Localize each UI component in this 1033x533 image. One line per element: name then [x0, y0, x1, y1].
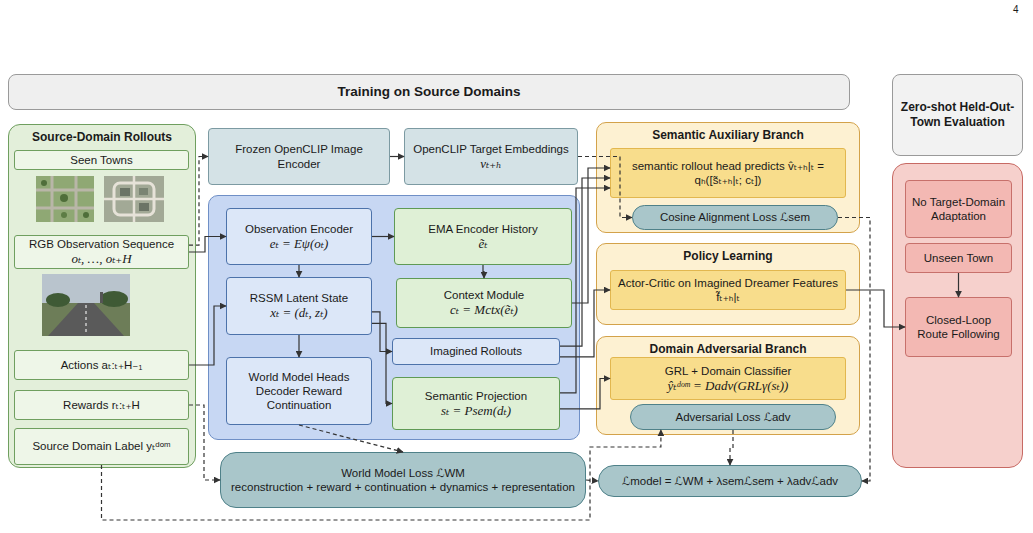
flow-arrow: [560, 290, 610, 357]
flow-arrow: [298, 265, 299, 277]
flow-arrow: [560, 178, 610, 346]
box-text: Actor-Critic on Imagined Dreamer Feature…: [615, 276, 841, 304]
loss-box: ℒmodel = ℒWM + λsemℒsem + λadvℒadv: [598, 465, 862, 497]
box-text: Unseen Town: [924, 251, 993, 265]
loss-box: World Model Loss ℒWMreconstruction + rew…: [220, 452, 586, 508]
flow-arrow: [958, 273, 959, 297]
flow-arrow: [560, 188, 610, 393]
branch-box: semantic rollout head predicts v̂ₜ₊ₕ|ₜ =…: [610, 148, 846, 198]
box-text: ℒmodel = ℒWM + λsemℒsem + λadvℒadv: [622, 474, 838, 488]
box-text: Adversarial Loss ℒadv: [675, 410, 790, 424]
box-text: Cosine Alignment Loss ℒsem: [660, 210, 810, 224]
flow-arrow: [189, 306, 226, 365]
module-box: Semantic Projectionsₜ = Psem(dₜ): [392, 377, 560, 430]
formula-text: eₜ = Eψ(oₜ): [270, 236, 329, 252]
flow-arrow: [372, 236, 394, 237]
box-text: World Model Heads Decoder Reward Continu…: [231, 370, 367, 412]
flow-arrow: [572, 168, 610, 303]
heading-text: Policy Learning: [683, 249, 772, 264]
box-text: Closed-Loop Route Following: [910, 313, 1007, 341]
formula-text: ŷₜᵈᵒᵐ = Dadv(GRLγ(sₜ)): [668, 378, 789, 394]
encoder-box: OpenCLIP Target Embeddingsvₜ₊ₕ: [404, 128, 578, 185]
dashed-arrow: [299, 425, 403, 452]
branch-box: Actor-Critic on Imagined Dreamer Feature…: [610, 270, 846, 310]
flow-arrow: [390, 156, 404, 157]
dashed-arrow: [189, 157, 208, 246]
flow-arrow: [189, 237, 226, 253]
box-text: Imagined Rollouts: [430, 344, 522, 358]
box-text: Frozen OpenCLIP Image Encoder: [213, 142, 385, 170]
flow-arrow: [372, 323, 392, 403]
formula-text: vₜ₊ₕ: [480, 156, 501, 172]
box-text: RSSM Latent State: [250, 291, 348, 305]
encoder-box: Frozen OpenCLIP Image Encoder: [208, 128, 390, 185]
section-header: Training on Source Domains: [8, 74, 850, 110]
box-text: Semantic Projection: [425, 389, 527, 403]
box-text: Observation Encoder: [245, 222, 353, 236]
box-text: Actions aₜ:ₜ₊H₋₁: [61, 358, 143, 372]
branch-box: GRL + Domain Classifierŷₜᵈᵒᵐ = Dadv(GRLγ…: [610, 357, 846, 400]
flow-arrow: [298, 335, 299, 357]
evaluation-header: Zero-shot Held-Out-Town Evaluation: [892, 74, 1023, 156]
process-box: Observation Encodereₜ = Eψ(oₜ): [226, 208, 372, 265]
formula-text: oₜ, …, oₜ₊H: [71, 251, 131, 267]
data-box: Rewards rₜ:ₜ₊H: [14, 390, 189, 420]
flow-arrow: [846, 290, 905, 327]
branch-panel: Domain Adversarial BranchGRL + Domain Cl…: [596, 336, 860, 435]
flow-arrow: [372, 312, 392, 352]
box-text: EMA Encoder History: [428, 222, 537, 236]
box-text: Seen Towns: [70, 153, 132, 167]
module-box: EMA Encoder Historyẽₜ: [394, 208, 572, 265]
formula-text: xₜ = (dₜ, zₜ): [270, 305, 327, 321]
flow-arrow: [483, 265, 484, 278]
box-text: Source Domain Label yₜᵈᵒᵐ: [32, 439, 170, 453]
box-text: World Model Loss ℒWM: [341, 466, 465, 480]
process-box: World Model Heads Decoder Reward Continu…: [226, 357, 372, 425]
page-number: 4: [1013, 4, 1019, 15]
process-box: Imagined Rollouts: [392, 338, 560, 365]
evaluation-box: Unseen Town: [905, 243, 1012, 273]
formula-text: ẽₜ: [479, 236, 488, 252]
formula-text: sₜ = Psem(dₜ): [441, 403, 511, 419]
dashed-arrow: [838, 218, 870, 482]
data-box: Actions aₜ:ₜ₊H₋₁: [14, 350, 189, 380]
process-box: RSSM Latent Statexₜ = (dₜ, zₜ): [226, 277, 372, 335]
data-box: Source Domain Label yₜᵈᵒᵐ: [14, 428, 189, 465]
dashed-arrow: [730, 430, 733, 465]
branch-panel: Semantic Auxiliary Branch semantic rollou…: [596, 122, 860, 233]
box-text: reconstruction + reward + continuation +…: [231, 480, 575, 494]
module-box: Context Modulecₜ = Mctx(ẽₜ): [396, 278, 572, 328]
box-text: OpenCLIP Target Embeddings: [413, 142, 569, 156]
loss-box: Adversarial Loss ℒadv: [630, 404, 836, 430]
heading-text: Source-Domain Rollouts: [32, 130, 172, 145]
loss-box: Cosine Alignment Loss ℒsem: [632, 205, 838, 230]
group-panel: Source-Domain RolloutsSeen TownsRGB Obse…: [8, 124, 196, 468]
dashed-arrow: [586, 480, 598, 481]
data-box: Seen Towns: [14, 150, 189, 170]
dashed-arrow: [578, 157, 632, 218]
dashed-arrow: [102, 430, 661, 520]
data-box: RGB Observation Sequenceoₜ, …, oₜ₊H: [14, 235, 189, 269]
heading-text: Domain Adversarial Branch: [650, 342, 807, 357]
branch-panel: Policy LearningActor-Critic on Imagined …: [596, 243, 860, 325]
box-text: semantic rollout head predicts v̂ₜ₊ₕ|ₜ =…: [615, 159, 841, 187]
heading-text: Training on Source Domains: [337, 84, 520, 100]
heading-text: Semantic Auxiliary Branch: [652, 128, 804, 143]
evaluation-box: No Target-Domain Adaptation: [905, 180, 1012, 238]
formula-text: cₜ = Mctx(ẽₜ): [450, 302, 518, 318]
flow-arrow: [560, 379, 610, 409]
box-text: GRL + Domain Classifier: [665, 364, 791, 378]
box-text: Context Module: [444, 288, 525, 302]
box-text: Rewards rₜ:ₜ₊H: [63, 398, 140, 412]
box-text: No Target-Domain Adaptation: [910, 195, 1007, 223]
box-text: RGB Observation Sequence: [29, 237, 174, 251]
evaluation-box: Closed-Loop Route Following: [905, 297, 1012, 357]
dashed-arrow: [189, 405, 220, 480]
heading-text: Zero-shot Held-Out-Town Evaluation: [897, 100, 1018, 129]
